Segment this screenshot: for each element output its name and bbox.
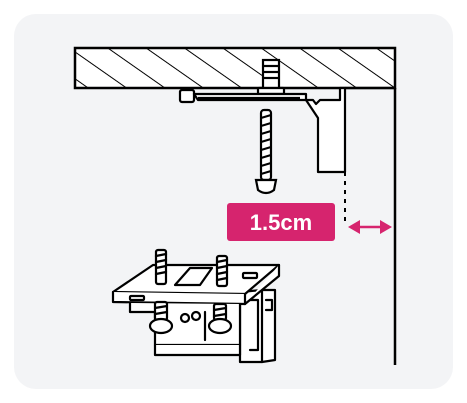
mounted-bracket [178, 86, 395, 174]
ceiling-screw [256, 58, 286, 96]
measurement-badge: 1.5cm [227, 203, 335, 241]
loose-screw [254, 108, 278, 195]
bracket-3d [111, 248, 281, 364]
ceiling [73, 46, 397, 90]
measurement-label: 1.5cm [250, 210, 312, 235]
double-arrow-horizontal-icon [348, 220, 392, 234]
